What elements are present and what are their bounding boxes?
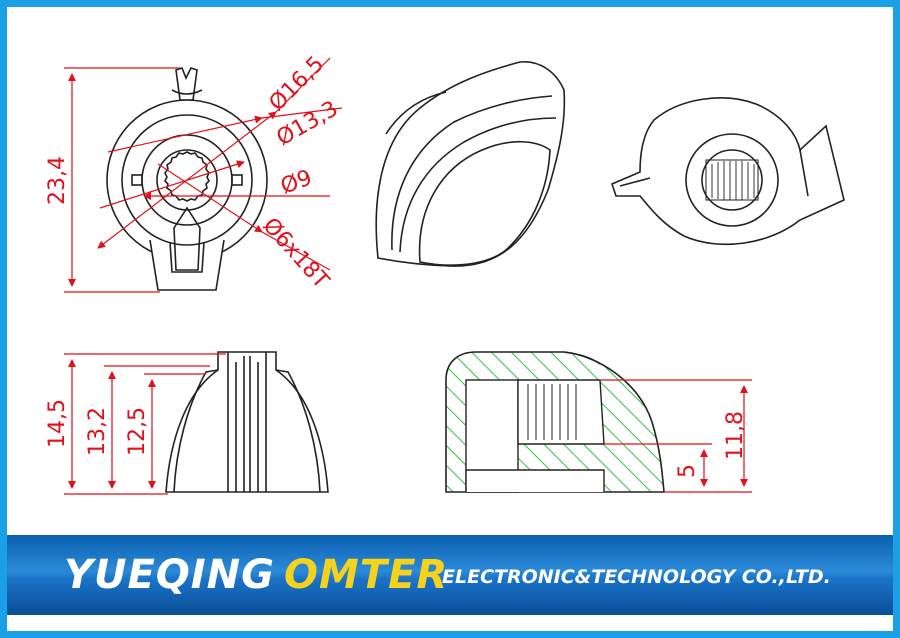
- front-view-dimensions: [64, 57, 343, 293]
- brand-name-accent: OMTER: [284, 552, 449, 598]
- company-tagline: ELECTRONIC&TECHNOLOGY CO.,LTD.: [442, 566, 831, 588]
- section-dimensions: [600, 379, 752, 493]
- front-view-drawing: [106, 67, 268, 291]
- company-banner: [7, 535, 893, 615]
- dim-diameter-9: Ø9: [278, 165, 316, 199]
- knob-perspective-view: [375, 61, 566, 267]
- dim-spline-6x18t: Ø6x18T: [258, 213, 334, 294]
- knob-bottom-view: [611, 97, 845, 246]
- dim-height-11-8: 11,8: [723, 411, 748, 460]
- dim-height-5: 5: [675, 464, 700, 478]
- knob-side-view: [165, 351, 329, 493]
- dim-height-13-2: 13,2: [85, 407, 110, 456]
- dim-height-12-5: 12,5: [125, 407, 150, 456]
- dim-height-14-5: 14,5: [45, 399, 70, 448]
- brand-name-primary: YUEQING: [64, 552, 275, 598]
- dim-height-23-4: 23,4: [45, 156, 70, 205]
- side-view-dimensions: [64, 353, 226, 495]
- knob-cross-section: [445, 351, 665, 493]
